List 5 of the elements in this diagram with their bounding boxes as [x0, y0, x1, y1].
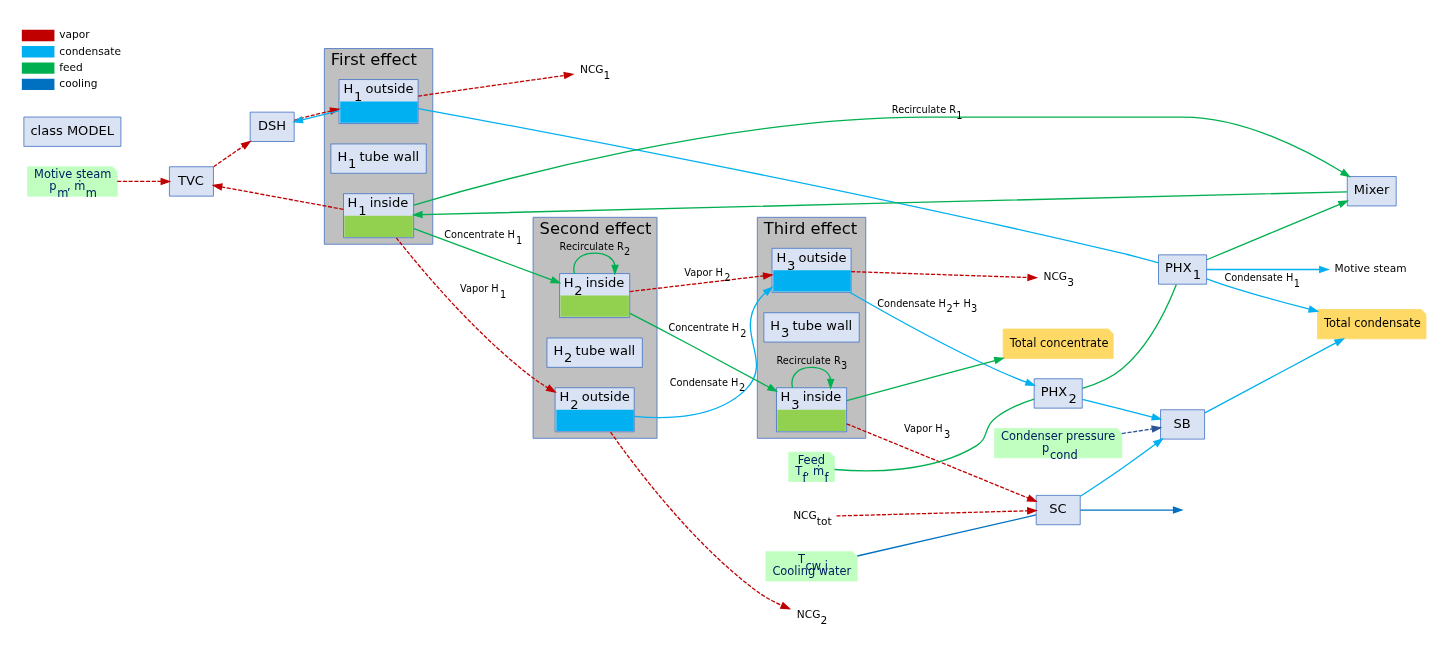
legend-label: cooling	[59, 76, 98, 89]
legend-label: feed	[59, 60, 83, 73]
legend-label: vapor	[59, 27, 90, 40]
legend-label: condensate	[59, 44, 122, 57]
node-text: Motive steam	[1334, 261, 1407, 274]
